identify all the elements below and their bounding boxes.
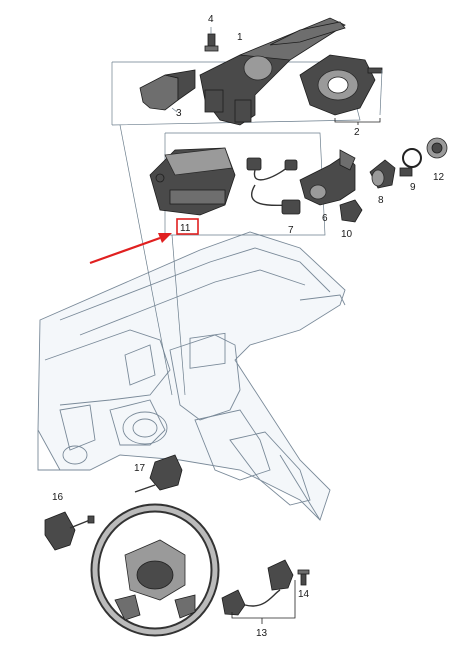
bolt-part-4 [204, 27, 219, 52]
callout-7: 7 [288, 225, 294, 236]
callout-8: 8 [378, 195, 384, 206]
screw-part-14 [297, 569, 310, 586]
callout-9: 9 [410, 182, 416, 193]
callout-4: 4 [208, 14, 214, 25]
clock-spring-part-2 [299, 54, 383, 116]
callout-3: 3 [176, 108, 182, 119]
lock-cylinder-part-8 [369, 159, 396, 189]
callout-13: 13 [256, 628, 268, 639]
callout-1: 1 [237, 32, 243, 43]
callout-11: 11 [180, 223, 191, 234]
mf-buttons-part-13 [221, 559, 294, 616]
ring-part-9 [399, 148, 422, 177]
control-unit-part-11 [149, 147, 236, 216]
bracket-part-3 [139, 69, 196, 113]
connector-part-10 [339, 199, 363, 223]
callout-2: 2 [354, 127, 360, 138]
bracket-lines [231, 118, 381, 624]
steering-wheel [90, 503, 220, 637]
switch-module-part-17 [134, 454, 183, 493]
callout-labels: 1 2 3 4 6 7 8 9 10 11 12 13 14 16 17 [52, 14, 445, 639]
callout-12: 12 [433, 172, 445, 183]
ignition-lock-part-6 [299, 149, 356, 206]
callout-10: 10 [341, 229, 353, 240]
callout-6: 6 [322, 213, 328, 224]
callout-17: 17 [134, 463, 146, 474]
dashboard-outline [37, 231, 346, 521]
trim-ring-part-12 [426, 137, 448, 159]
column-switch-part-1 [199, 17, 346, 126]
callout-16: 16 [52, 492, 64, 503]
harness-part-7 [246, 157, 301, 215]
button-pad-part-16 [44, 511, 95, 551]
pointer-arrow [89, 233, 172, 265]
highlight-box-11 [176, 218, 199, 235]
callout-14: 14 [298, 589, 310, 600]
